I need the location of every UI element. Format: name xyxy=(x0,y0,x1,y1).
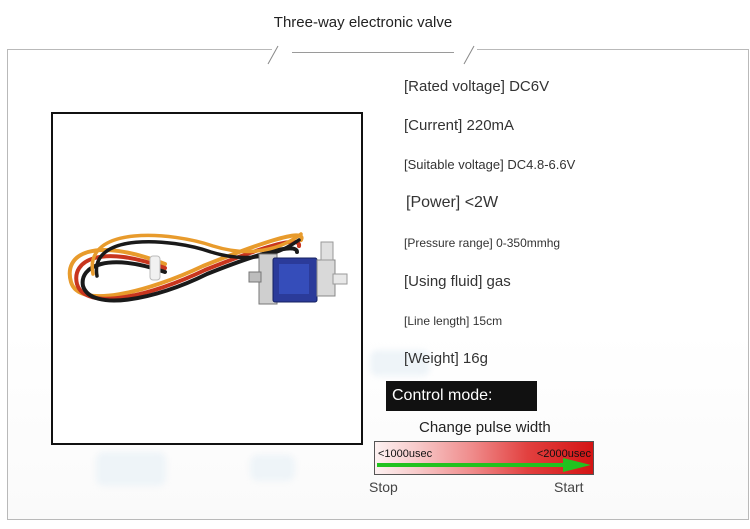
pulse-arrow-icon xyxy=(377,458,591,472)
spec-value: 16g xyxy=(462,350,488,367)
spec-label: [Rated voltage] xyxy=(404,78,505,95)
valve-body xyxy=(248,241,348,305)
spec-label: [Power] xyxy=(406,194,461,211)
spec-suitable-voltage: [Suitable voltage] DC4.8-6.6V xyxy=(404,157,575,172)
page-title: Three-way electronic valve xyxy=(273,14,453,31)
title-underline xyxy=(292,52,454,53)
background-blob xyxy=(250,455,295,481)
background-blob xyxy=(96,452,166,486)
spec-value: 0-350mmhg xyxy=(496,236,561,250)
frame-slash-left xyxy=(267,45,279,65)
pulse-width-label: Change pulse width xyxy=(419,419,551,436)
pulse-min-label: <1000usec xyxy=(378,448,433,460)
spec-pressure-range: [Pressure range] 0-350mmhg xyxy=(404,236,560,250)
spec-label: [Pressure range] xyxy=(404,236,493,250)
pulse-max-label: <2000usec xyxy=(536,448,591,460)
spec-using-fluid: [Using fluid] gas xyxy=(404,273,511,290)
spec-power: [Power] <2W xyxy=(406,194,498,212)
spec-value: 220mA xyxy=(466,117,515,134)
spec-label: [Current] xyxy=(404,117,463,134)
spec-value: <2W xyxy=(464,194,499,211)
spec-weight: [Weight] 16g xyxy=(404,350,488,367)
control-mode-label: Control mode: xyxy=(386,381,537,411)
spec-value: gas xyxy=(486,273,511,290)
valve-photo xyxy=(67,232,348,305)
frame-gap xyxy=(272,46,477,52)
frame-slash-right xyxy=(463,45,475,65)
spec-rated-voltage: [Rated voltage] DC6V xyxy=(404,78,549,95)
spec-label: [Suitable voltage] xyxy=(404,157,504,172)
stop-label: Stop xyxy=(369,479,398,495)
spec-label: [Using fluid] xyxy=(404,273,483,290)
spec-line-length: [Line length] 15cm xyxy=(404,314,502,328)
wire-bundle xyxy=(67,232,304,303)
wire-tie xyxy=(149,255,161,281)
spec-value: 15cm xyxy=(472,314,503,328)
pulse-width-bar: <1000usec <2000usec xyxy=(374,441,594,475)
spec-current: [Current] 220mA xyxy=(404,117,514,134)
spec-label: [Weight] xyxy=(404,350,459,367)
background-blob xyxy=(370,350,430,376)
spec-value: DC6V xyxy=(509,78,550,95)
start-label: Start xyxy=(554,479,584,495)
product-image xyxy=(51,112,363,445)
spec-value: DC4.8-6.6V xyxy=(507,157,576,172)
spec-label: [Line length] xyxy=(404,314,470,328)
